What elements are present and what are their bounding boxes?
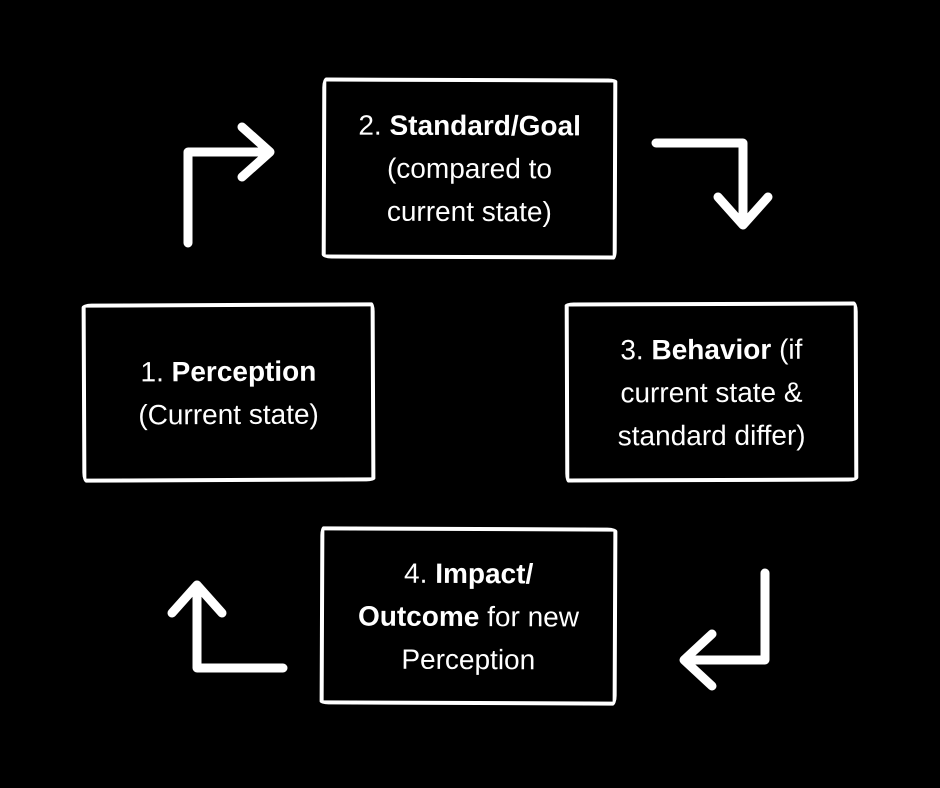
text-segment: current state)	[386, 195, 552, 228]
text-segment: Perception	[401, 643, 536, 675]
box-standard-goal-line-3: current state)	[387, 190, 552, 234]
box-perception-line-1: 1. Perception	[140, 349, 316, 393]
text-segment: 4.	[404, 557, 436, 589]
text-segment: (if	[771, 333, 803, 365]
arrow-impact-to-perception-icon	[167, 580, 288, 673]
box-impact-outcome-line-1: 4. Impact/	[404, 551, 533, 595]
arrow-behavior-to-impact-icon	[679, 568, 770, 691]
arrow-perception-to-standard-icon	[183, 122, 275, 248]
box-behavior-line-1: 3. Behavior (if	[620, 327, 802, 371]
box-impact-outcome-line-2: Outcome for new	[358, 594, 579, 638]
box-standard-goal: 2. Standard/Goal (compared to current st…	[321, 77, 618, 260]
box-impact-outcome: 4. Impact/ Outcome for new Perception	[319, 526, 618, 706]
text-segment-bold: Perception	[171, 355, 317, 387]
box-behavior-line-3: standard differ)	[618, 413, 806, 457]
box-behavior-line-2: current state &	[620, 370, 802, 414]
text-segment: for new	[479, 600, 580, 632]
text-segment: standard differ)	[617, 419, 806, 451]
text-segment-bold: Behavior	[651, 333, 772, 365]
text-segment-bold: Standard/Goal	[389, 109, 581, 142]
text-segment-bold: Impact/	[435, 557, 534, 589]
box-perception: 1. Perception (Current state)	[81, 302, 376, 483]
text-segment-bold: Outcome	[357, 600, 480, 632]
box-perception-line-2: (Current state)	[138, 392, 319, 436]
box-standard-goal-line-1: 2. Standard/Goal	[358, 104, 581, 148]
arrow-standard-to-behavior-icon	[651, 138, 773, 230]
box-behavior: 3. Behavior (if current state & standard…	[564, 301, 859, 483]
box-impact-outcome-line-3: Perception	[401, 637, 535, 681]
box-standard-goal-line-2: (compared to	[387, 147, 552, 191]
text-segment: (compared to	[386, 152, 553, 185]
text-segment: (Current state)	[138, 398, 319, 430]
text-segment: 2.	[358, 109, 390, 141]
text-segment: 3.	[620, 333, 652, 365]
text-segment: current state &	[620, 376, 803, 408]
text-segment: 1.	[140, 355, 172, 387]
